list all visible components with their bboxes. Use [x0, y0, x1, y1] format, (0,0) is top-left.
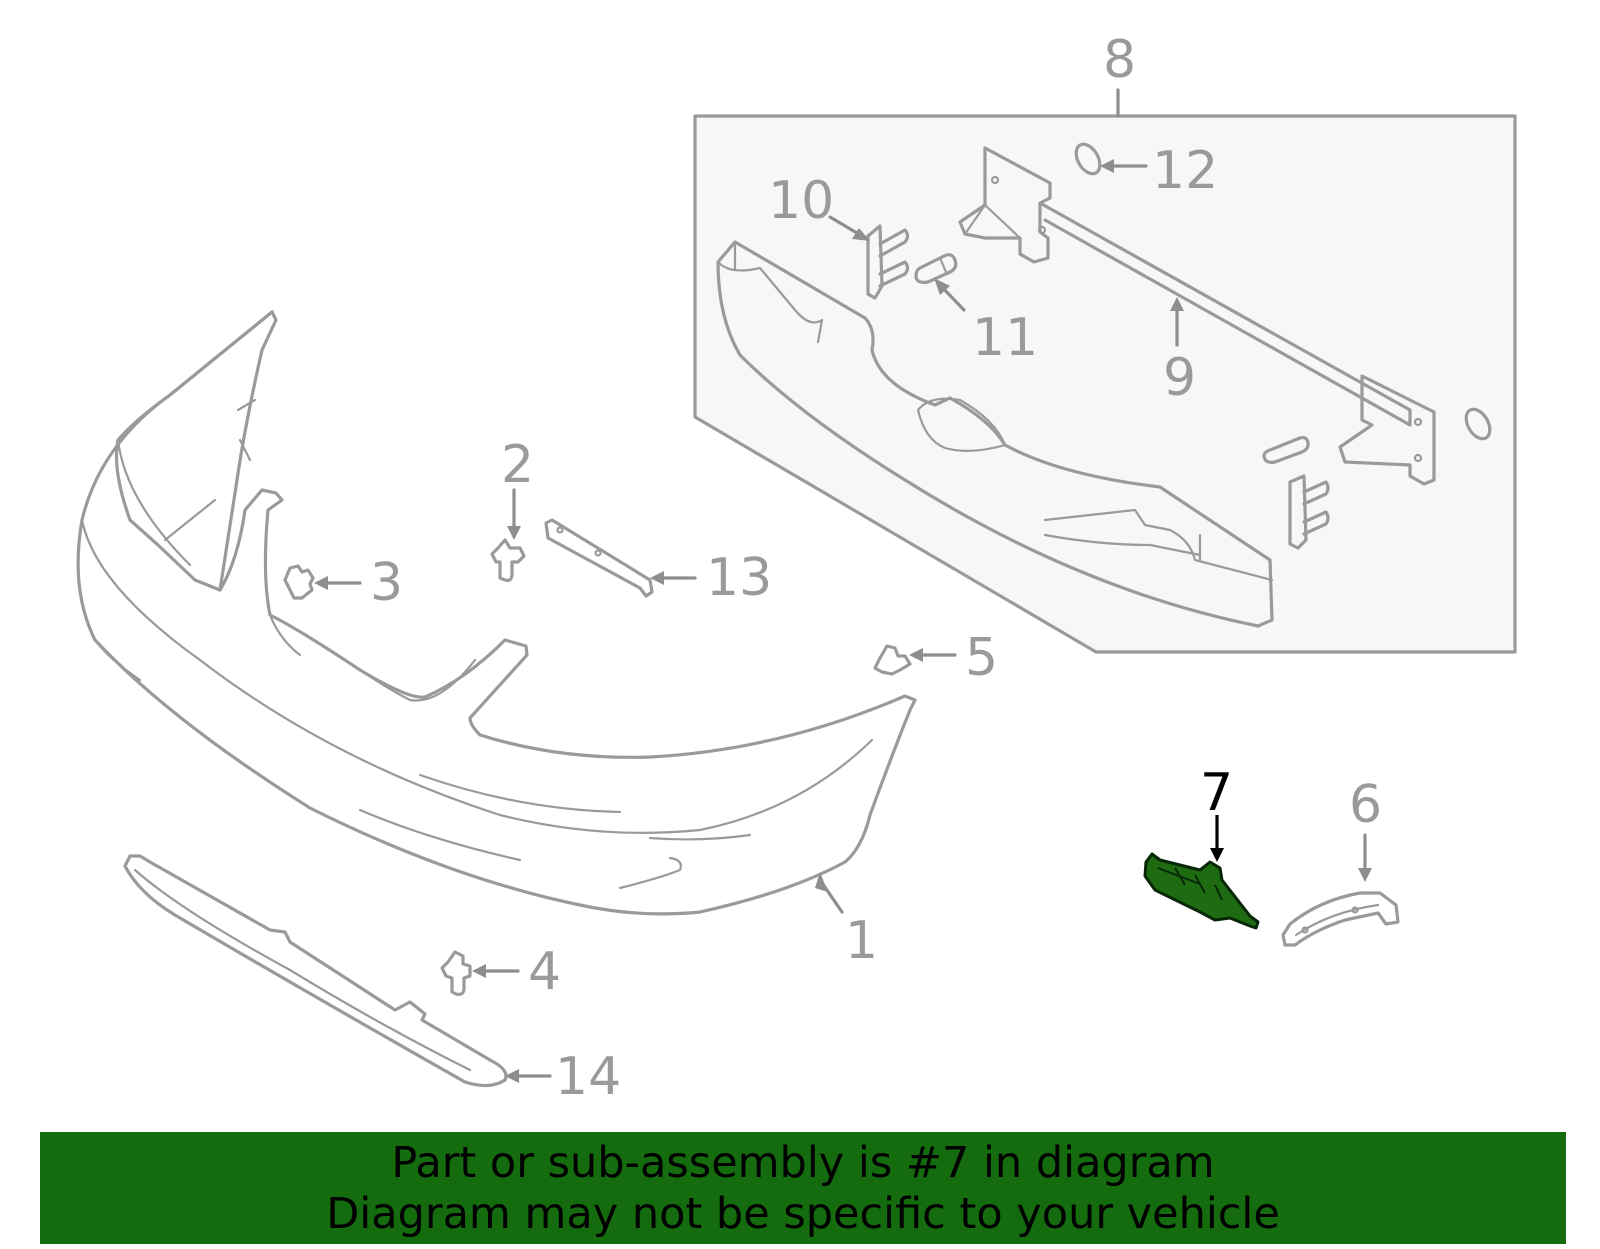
part-5-clip [873, 644, 912, 676]
banner-line-2: Diagram may not be specific to your vehi… [326, 1189, 1280, 1239]
callout-8: 8 [1103, 30, 1136, 90]
callout-12: 12 [1152, 141, 1218, 201]
callout-1: 1 [845, 911, 878, 971]
callout-9: 9 [1163, 348, 1196, 408]
part-3-clip [283, 564, 315, 600]
callout-7: 7 [1200, 763, 1233, 823]
part-10-bolts [866, 224, 910, 300]
part-2-push-pin [490, 538, 526, 582]
callout-11: 11 [972, 308, 1038, 368]
energy-absorber [716, 240, 1274, 628]
part-6-side-bracket [1281, 891, 1400, 947]
leader-arrows [314, 159, 1372, 1083]
callout-6: 6 [1349, 775, 1382, 835]
callout-10: 10 [768, 171, 834, 231]
part-7-highlighted-bracket [1143, 852, 1260, 930]
part-13-bracket [544, 518, 654, 598]
callout-2: 2 [501, 435, 534, 495]
callout-14: 14 [555, 1047, 621, 1107]
info-banner: Part or sub-assembly is #7 in diagram Di… [40, 1132, 1566, 1244]
part-11-bolt [914, 253, 958, 284]
callout-4: 4 [528, 942, 561, 1002]
part-12-grommet [1074, 142, 1492, 441]
callout-5: 5 [965, 628, 998, 688]
part-9-reinforcement [958, 146, 1436, 486]
part-4-fastener [440, 950, 472, 996]
callout-labels: 1 2 3 4 5 6 7 8 9 10 11 12 13 14 [370, 30, 1382, 1107]
part-1-bumper-cover [76, 310, 917, 916]
callout-13: 13 [706, 548, 772, 608]
right-side-bolts [1262, 435, 1330, 550]
part-14-lower-molding [123, 854, 508, 1088]
banner-line-1: Part or sub-assembly is #7 in diagram [391, 1138, 1215, 1188]
callout-3: 3 [370, 553, 403, 613]
